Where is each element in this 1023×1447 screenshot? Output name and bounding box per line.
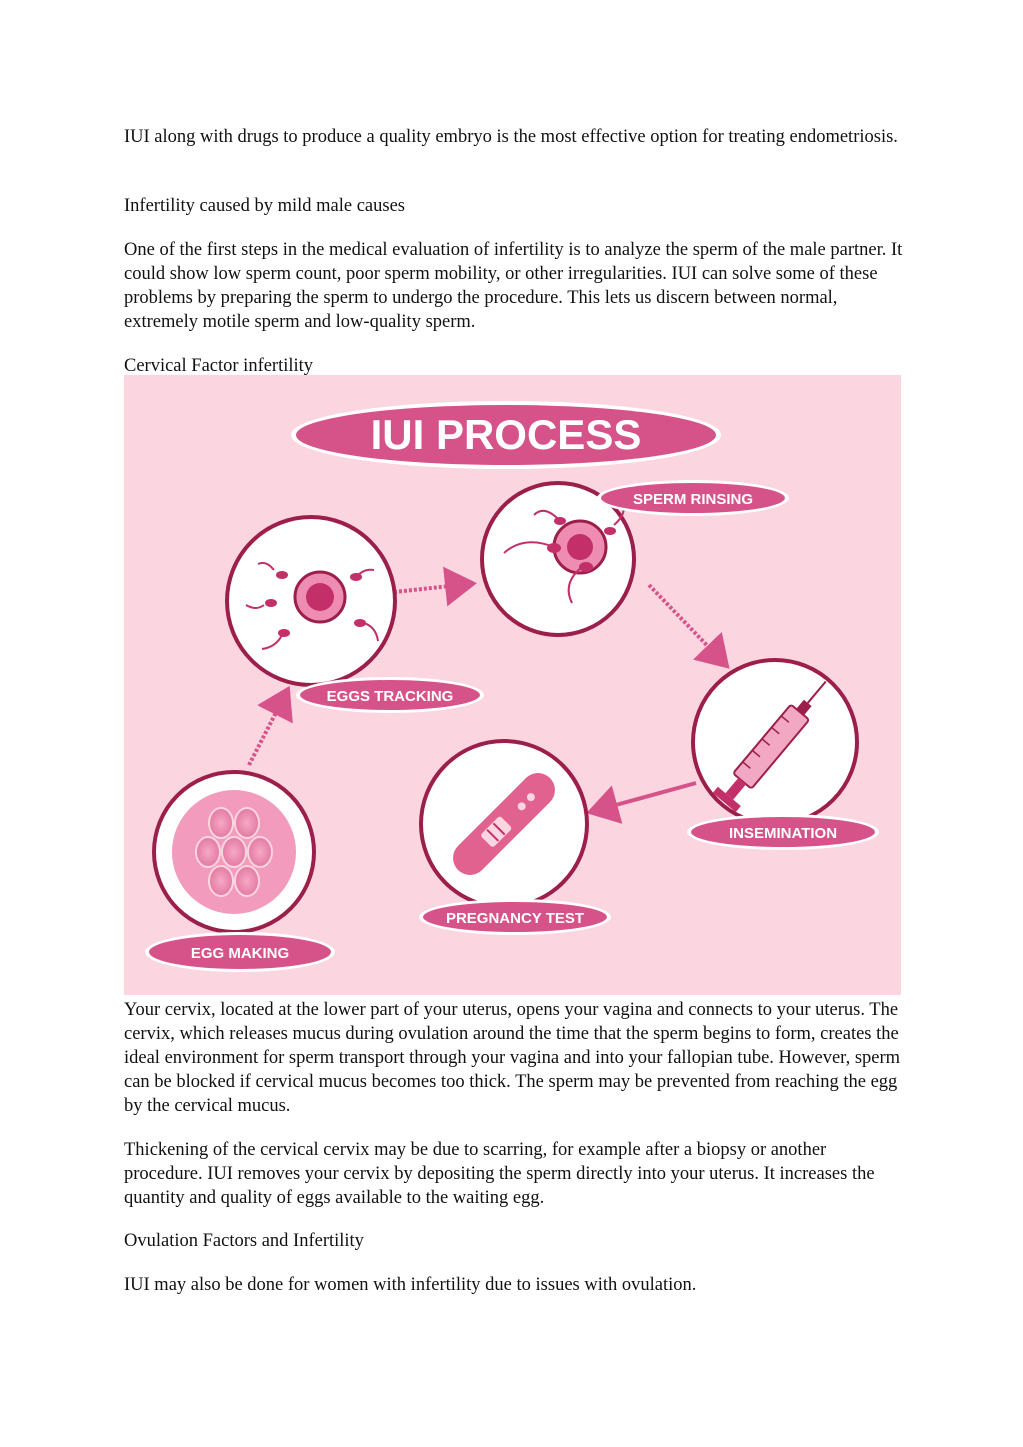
label-sperm-rinsing-text: SPERM RINSING xyxy=(633,491,753,508)
figure-title: IUI PROCESS xyxy=(371,411,642,458)
heading-cervical-factor: Cervical Factor infertility xyxy=(124,356,314,376)
arrow-making-to-tracking xyxy=(247,685,293,766)
label-egg-making-text: EGG MAKING xyxy=(191,945,289,962)
label-pregnancy-test-text: PREGNANCY TEST xyxy=(446,910,584,927)
paragraph-endometriosis: IUI along with drugs to produce a qualit… xyxy=(124,127,898,147)
label-pregnancy-test: PREGNANCY TEST xyxy=(419,899,611,935)
label-sperm-rinsing: SPERM RINSING xyxy=(597,480,789,516)
arrow-insemination-to-test xyxy=(586,781,697,824)
paragraph-sperm-evaluation: One of the first steps in the medical ev… xyxy=(124,240,903,332)
arrow-tracking-to-rinsing xyxy=(393,566,477,607)
label-eggs-tracking-text: EGGS TRACKING xyxy=(327,688,454,705)
paragraph-cervix: Your cervix, located at the lower part o… xyxy=(124,1000,901,1116)
pregnancy-test-circle xyxy=(419,739,589,909)
label-insemination: INSEMINATION xyxy=(687,814,879,850)
heading-ovulation-factors: Ovulation Factors and Infertility xyxy=(124,1231,364,1251)
eggs-tracking-circle xyxy=(225,515,397,687)
sperm-rinsing-circle xyxy=(480,481,636,637)
egg-making-circle xyxy=(152,770,316,934)
label-eggs-tracking: EGGS TRACKING xyxy=(296,677,484,713)
label-egg-making: EGG MAKING xyxy=(145,932,335,972)
insemination-circle xyxy=(691,658,859,826)
arrow-rinsing-to-insemination xyxy=(647,583,730,669)
heading-male-causes: Infertility caused by mild male causes xyxy=(124,196,406,216)
label-insemination-text: INSEMINATION xyxy=(729,825,837,842)
title-banner: IUI PROCESS xyxy=(291,401,721,469)
paragraph-cervix-thickening: Thickening of the cervical cervix may be… xyxy=(124,1140,875,1208)
iui-process-figure: IUI PROCESS xyxy=(124,375,901,995)
paragraph-ovulation: IUI may also be done for women with infe… xyxy=(124,1275,697,1295)
